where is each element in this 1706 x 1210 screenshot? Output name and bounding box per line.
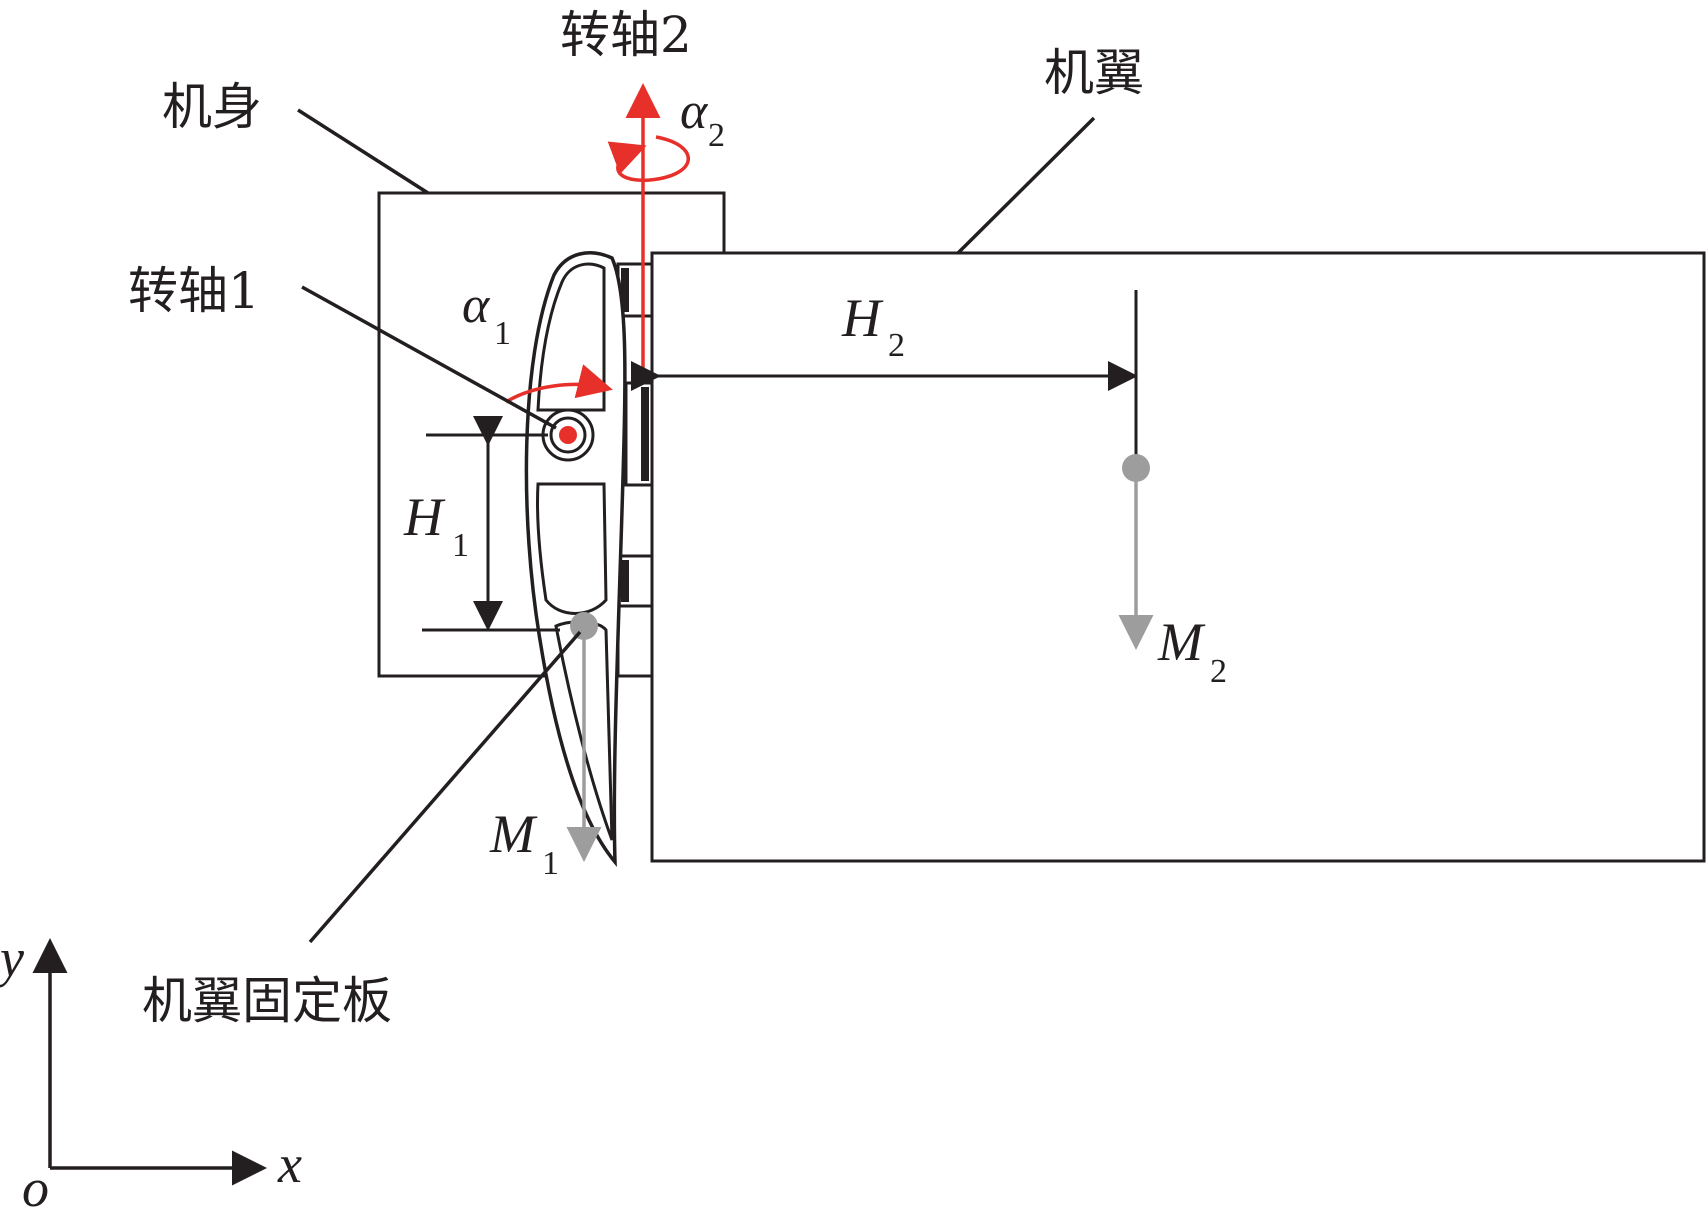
wing-fixing-plate [524, 251, 627, 868]
mass-m2 [1118, 454, 1154, 650]
label-axis1: 转轴1 [128, 262, 260, 320]
plate-leader [308, 630, 582, 944]
axis-origin-label: o [22, 1158, 49, 1210]
symbol-alpha1: α [462, 277, 491, 334]
symbol-m1-sub: 1 [542, 845, 559, 882]
symbol-alpha2-sub: 2 [708, 117, 725, 154]
symbol-h2-sub: 2 [888, 327, 905, 364]
symbol-m1: M [489, 804, 538, 864]
h1-dimension [422, 416, 560, 632]
label-wing-plate: 机翼固定板 [142, 972, 392, 1030]
alpha1-rotation-arrow [505, 364, 613, 404]
coordinate-axes [32, 938, 267, 1186]
label-axis2: 转轴2 [560, 6, 692, 64]
axis-y-label: y [0, 928, 24, 988]
symbol-alpha2: α [680, 83, 709, 140]
fuselage-leader [297, 108, 429, 195]
label-fuselage: 机身 [162, 78, 262, 136]
h2-dimension [631, 290, 1138, 468]
axis1-pivot [541, 408, 595, 462]
symbol-m2: M [1157, 612, 1206, 672]
wing-block [650, 251, 1706, 863]
symbol-alpha1-sub: 1 [494, 315, 511, 352]
wing-leader [956, 116, 1096, 255]
symbol-h1: H [403, 487, 446, 547]
alpha2-rotation-arrow [607, 135, 690, 182]
symbol-m2-sub: 2 [1210, 653, 1227, 690]
axis1-leader [301, 285, 557, 430]
symbol-h1-sub: 1 [452, 527, 469, 564]
label-wing: 机翼 [1044, 44, 1144, 102]
symbol-h2: H [841, 288, 884, 348]
axis-x-label: x [277, 1134, 302, 1194]
